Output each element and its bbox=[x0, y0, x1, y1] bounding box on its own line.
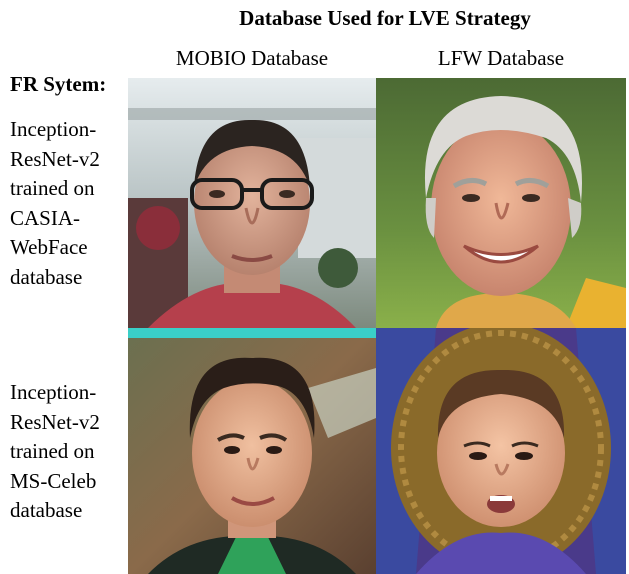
row-label-line: database bbox=[10, 498, 83, 522]
face-image-mobio-casia bbox=[128, 78, 376, 328]
column-header-lfw: LFW Database bbox=[437, 46, 565, 70]
row-label-line: Inception- bbox=[10, 117, 97, 141]
row-label-casia: Inception- ResNet-v2 trained on CASIA- W… bbox=[10, 115, 124, 292]
column-header-mobio: MOBIO Database bbox=[175, 46, 329, 70]
row-label-line: MS-Celeb bbox=[10, 468, 97, 493]
face-image-mobio-msceleb bbox=[128, 328, 376, 574]
row-label-line: trained on bbox=[10, 176, 95, 200]
row-label-line: WebFace bbox=[10, 235, 88, 259]
row-label-line: ResNet-v2 bbox=[10, 146, 100, 171]
face-image-lfw-msceleb bbox=[376, 328, 626, 574]
row-label-line: CASIA- bbox=[10, 205, 81, 230]
fr-system-label: FR Sytem: bbox=[10, 72, 107, 96]
row-label-line: trained on bbox=[10, 439, 95, 463]
face-image-lfw-casia bbox=[376, 78, 626, 328]
figure-title: Database Used for LVE Strategy bbox=[239, 6, 531, 30]
row-label-msceleb: Inception- ResNet-v2 trained on MS-Celeb… bbox=[10, 378, 124, 526]
row-label-line: ResNet-v2 bbox=[10, 409, 100, 434]
row-label-line: Inception- bbox=[10, 380, 97, 404]
row-label-line: database bbox=[10, 264, 83, 289]
